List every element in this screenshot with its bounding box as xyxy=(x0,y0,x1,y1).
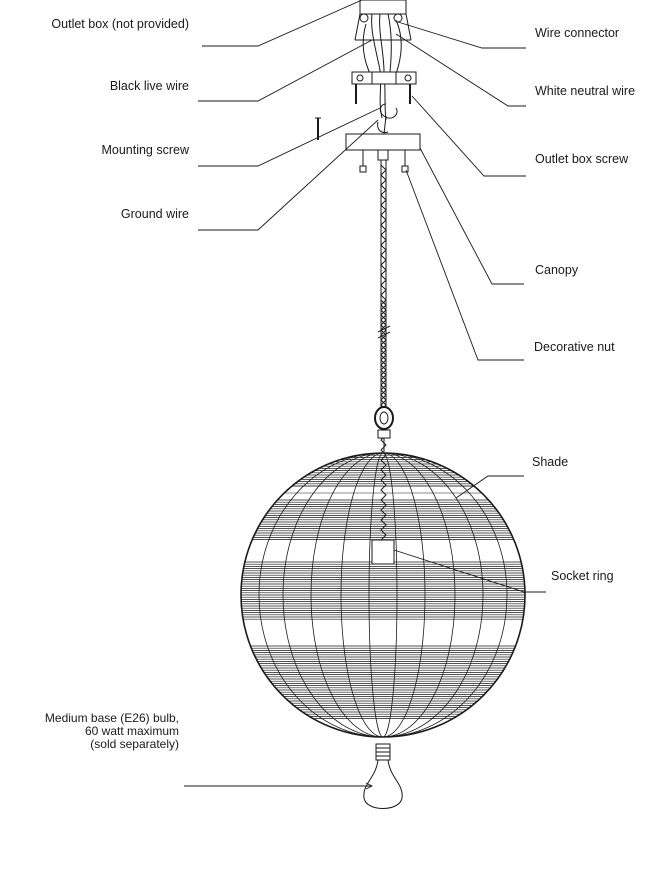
leader-outlet-box xyxy=(202,0,363,47)
label-shade: Shade xyxy=(532,455,569,469)
label-outlet-box-screw: Outlet box screw xyxy=(535,152,629,166)
label-wire-connector: Wire connector xyxy=(535,26,620,40)
label-mounting-screw: Mounting screw xyxy=(101,143,189,157)
socket-ring xyxy=(371,539,395,565)
canopy xyxy=(345,133,421,173)
suspension-ring xyxy=(374,406,394,452)
label-socket-ring: Socket ring xyxy=(551,569,614,583)
leader-black-live-wire xyxy=(198,39,373,102)
leader-canopy xyxy=(419,147,524,285)
leader-decorative-nut xyxy=(405,169,524,361)
label-black-live-wire: Black live wire xyxy=(109,79,189,93)
label-bulb-line2: 60 watt maximum xyxy=(84,724,179,738)
label-decorative-nut: Decorative nut xyxy=(534,340,615,354)
label-ground-wire: Ground wire xyxy=(120,207,189,221)
leader-wire-connector xyxy=(397,21,526,49)
outlet-box xyxy=(354,0,412,41)
label-bulb-line1: Medium base (E26) bulb, xyxy=(44,711,179,725)
leader-white-neutral-wire xyxy=(395,33,526,107)
mounting-crossbar xyxy=(351,71,417,85)
label-outlet-box: Outlet box (not provided) xyxy=(51,17,189,31)
label-bulb: Medium base (E26) bulb, 60 watt maximum … xyxy=(45,712,179,751)
leader-mounting-screw xyxy=(198,107,381,167)
shade-sphere xyxy=(240,452,526,738)
wires xyxy=(362,13,402,121)
chain xyxy=(377,160,391,546)
leader-socket-ring xyxy=(393,549,546,593)
leader-shade xyxy=(455,475,524,499)
hook xyxy=(377,103,398,135)
bulb-icon xyxy=(363,743,403,809)
label-canopy: Canopy xyxy=(535,263,579,277)
label-white-neutral-wire: White neutral wire xyxy=(535,84,636,98)
label-bulb-line3: (sold separately) xyxy=(90,737,179,751)
mounting-screw-icon xyxy=(315,117,321,140)
leader-bulb-arrow xyxy=(365,782,374,790)
leader-ground-wire xyxy=(198,119,379,231)
leader-outlet-box-screw xyxy=(411,95,526,177)
